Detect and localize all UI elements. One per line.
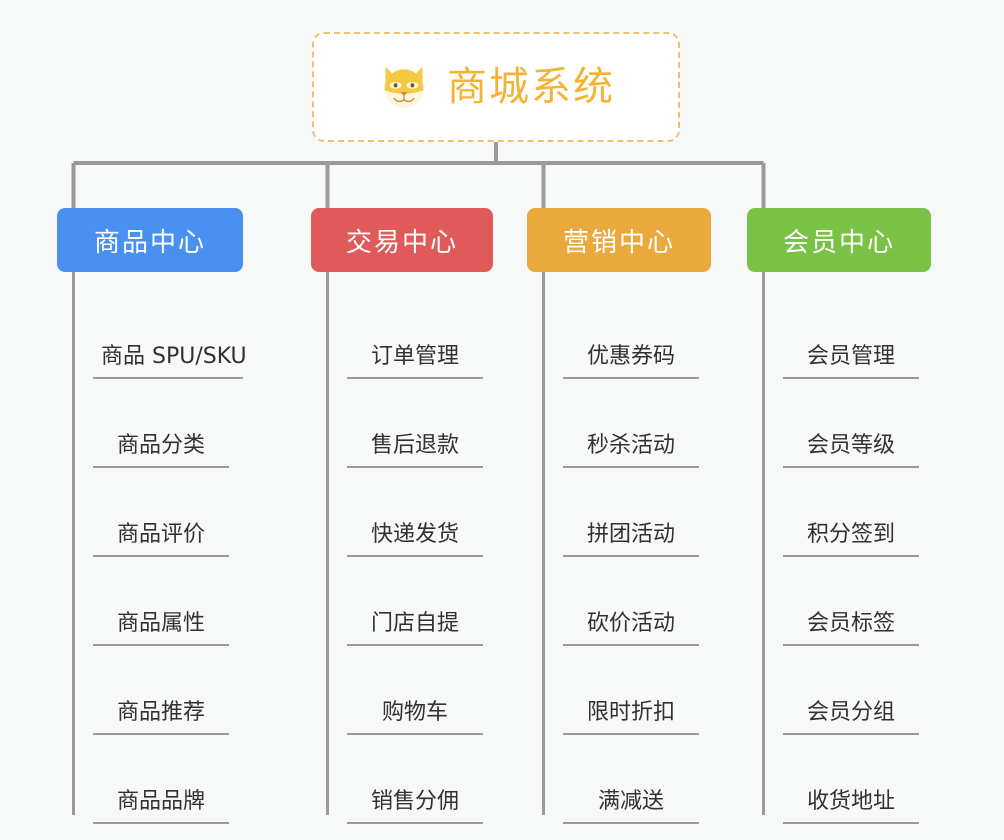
category-header-label: 商品中心 xyxy=(93,227,206,258)
category-header-label: 会员中心 xyxy=(782,227,895,258)
category-column: 会员中心会员管理会员等级积分签到会员标签会员分组收货地址 xyxy=(747,208,931,824)
category-header-4[interactable]: 会员中心 xyxy=(747,208,931,272)
category-column: 营销中心优惠券码秒杀活动拼团活动砍价活动限时折扣满减送 xyxy=(527,208,711,824)
leaf-item-label: 购物车 xyxy=(347,702,483,735)
leaf-item-label: 商品分类 xyxy=(93,435,229,468)
leaf-item[interactable]: 限时折扣 xyxy=(527,646,711,735)
leaf-item[interactable]: 秒杀活动 xyxy=(527,379,711,468)
leaf-item-label: 售后退款 xyxy=(347,435,483,468)
leaf-item[interactable]: 售后退款 xyxy=(311,379,493,468)
leaf-item-label: 快递发货 xyxy=(347,524,483,557)
leaf-item-label: 商品品牌 xyxy=(93,791,229,824)
leaf-item-label: 订单管理 xyxy=(347,346,483,379)
leaf-item-label: 会员等级 xyxy=(783,435,919,468)
leaf-item[interactable]: 订单管理 xyxy=(311,290,493,379)
leaf-item-label: 商品 SPU/SKU xyxy=(93,346,247,379)
category-header-label: 营销中心 xyxy=(562,227,675,258)
leaf-item[interactable]: 商品推荐 xyxy=(57,646,243,735)
leaf-item-label: 商品评价 xyxy=(93,524,229,557)
leaf-item[interactable]: 商品评价 xyxy=(57,468,243,557)
leaf-item[interactable]: 商品 SPU/SKU xyxy=(57,290,247,379)
leaf-item[interactable]: 收货地址 xyxy=(747,735,931,824)
root-node[interactable]: 商城系统 xyxy=(312,32,680,142)
leaf-item[interactable]: 优惠券码 xyxy=(527,290,711,379)
leaf-item-label: 门店自提 xyxy=(347,613,483,646)
leaf-item-label: 销售分佣 xyxy=(347,791,483,824)
tree-spine xyxy=(542,272,545,815)
tree-spine xyxy=(762,272,765,815)
leaf-item[interactable]: 商品属性 xyxy=(57,557,243,646)
leaf-item-label: 会员管理 xyxy=(783,346,919,379)
tree-spine xyxy=(72,272,75,815)
shiba-dog-emoji-icon xyxy=(384,66,424,109)
leaf-item[interactable]: 会员标签 xyxy=(747,557,931,646)
leaf-item-label: 会员分组 xyxy=(783,702,919,735)
leaf-item-label: 限时折扣 xyxy=(563,702,699,735)
category-header-1[interactable]: 商品中心 xyxy=(57,208,243,272)
leaf-item-label: 积分签到 xyxy=(783,524,919,557)
category-header-2[interactable]: 交易中心 xyxy=(311,208,493,272)
leaf-item[interactable]: 商品品牌 xyxy=(57,735,243,824)
leaf-item-label: 收货地址 xyxy=(783,791,919,824)
leaf-item[interactable]: 会员管理 xyxy=(747,290,931,379)
leaf-item[interactable]: 拼团活动 xyxy=(527,468,711,557)
leaf-item-label: 会员标签 xyxy=(783,613,919,646)
category-column: 交易中心订单管理售后退款快递发货门店自提购物车销售分佣 xyxy=(311,208,493,824)
tree-spine xyxy=(326,272,329,815)
leaf-item[interactable]: 购物车 xyxy=(311,646,493,735)
leaf-item-label: 优惠券码 xyxy=(563,346,699,379)
leaf-item-label: 砍价活动 xyxy=(563,613,699,646)
leaf-item[interactable]: 积分签到 xyxy=(747,468,931,557)
leaf-item[interactable]: 满减送 xyxy=(527,735,711,824)
leaf-item[interactable]: 砍价活动 xyxy=(527,557,711,646)
leaf-item[interactable]: 门店自提 xyxy=(311,557,493,646)
leaf-item-label: 商品推荐 xyxy=(93,702,229,735)
category-column: 商品中心商品 SPU/SKU 商品分类商品评价商品属性商品推荐商品品牌 xyxy=(57,208,247,824)
leaf-item-label: 拼团活动 xyxy=(563,524,699,557)
leaf-list: 会员管理会员等级积分签到会员标签会员分组收货地址 xyxy=(747,272,931,824)
leaf-list: 优惠券码秒杀活动拼团活动砍价活动限时折扣满减送 xyxy=(527,272,711,824)
leaf-list: 订单管理售后退款快递发货门店自提购物车销售分佣 xyxy=(311,272,493,824)
leaf-item-label: 秒杀活动 xyxy=(563,435,699,468)
leaf-item[interactable]: 商品分类 xyxy=(57,379,243,468)
category-header-label: 交易中心 xyxy=(345,227,458,258)
leaf-item[interactable]: 会员分组 xyxy=(747,646,931,735)
leaf-item[interactable]: 快递发货 xyxy=(311,468,493,557)
leaf-item[interactable]: 会员等级 xyxy=(747,379,931,468)
leaf-list: 商品 SPU/SKU 商品分类商品评价商品属性商品推荐商品品牌 xyxy=(57,272,247,824)
root-title: 商城系统 xyxy=(447,64,615,110)
leaf-item-label: 商品属性 xyxy=(93,613,229,646)
leaf-item[interactable]: 销售分佣 xyxy=(311,735,493,824)
category-header-3[interactable]: 营销中心 xyxy=(527,208,711,272)
leaf-item-label: 满减送 xyxy=(563,791,699,824)
